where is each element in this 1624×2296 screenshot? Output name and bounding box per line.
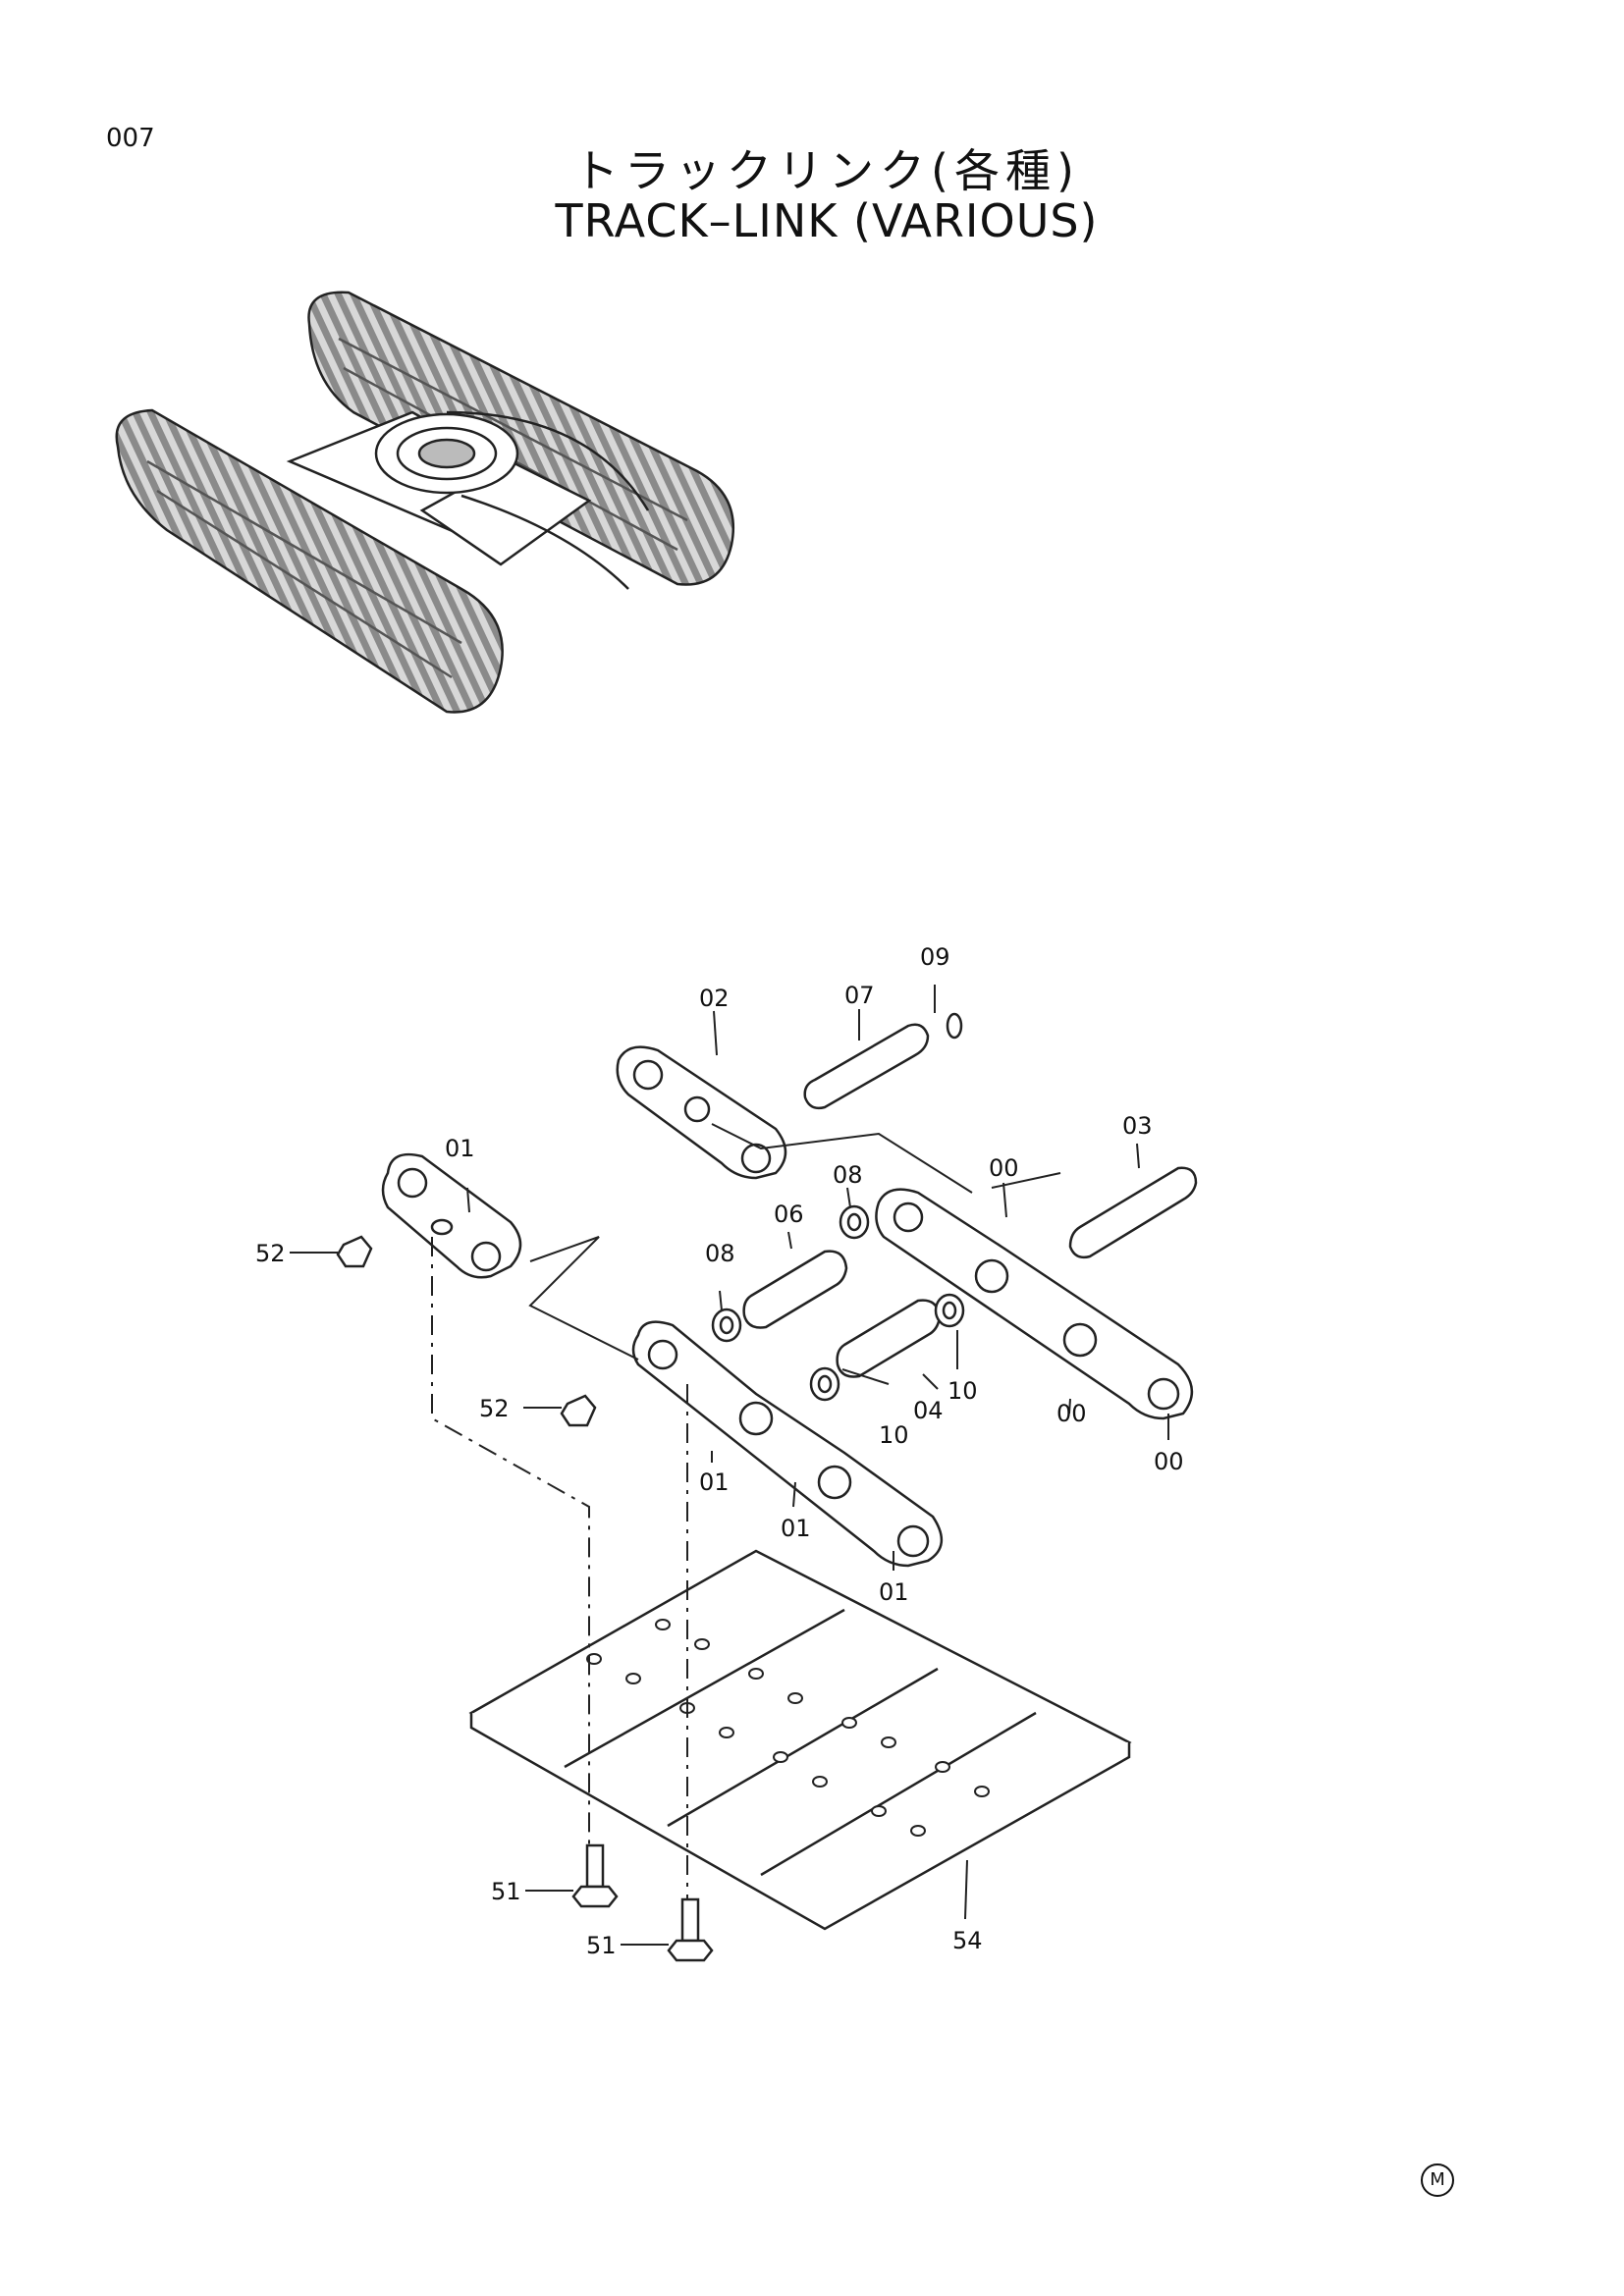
- track-shoe-plates: [468, 1549, 1132, 1931]
- track-bolts: [571, 1843, 714, 1962]
- callout-09: 09: [920, 943, 950, 971]
- track-link-00-assembly: [875, 1188, 1193, 1420]
- callout-51: 51: [491, 1878, 521, 1905]
- callout-01: 01: [445, 1135, 475, 1162]
- callout-01: 01: [781, 1515, 811, 1542]
- callout-01: 01: [879, 1578, 909, 1606]
- callout-52: 52: [255, 1240, 286, 1267]
- callout-08: 08: [833, 1161, 863, 1189]
- m-mark-symbol: M: [1421, 2163, 1454, 2197]
- callout-04: 04: [913, 1397, 944, 1424]
- callout-02: 02: [699, 985, 730, 1012]
- title-japanese: トラックリンク(各種): [573, 144, 1080, 197]
- callout-06: 06: [774, 1201, 804, 1228]
- page-number: 007: [106, 124, 155, 153]
- callout-52: 52: [479, 1395, 510, 1422]
- pins-and-bushings: [336, 1012, 1198, 1427]
- track-link-02: [616, 1045, 787, 1180]
- undercarriage-overview-illustration: [115, 291, 735, 714]
- callout-07: 07: [844, 982, 875, 1009]
- callout-03: 03: [1122, 1112, 1153, 1140]
- callout-01: 01: [699, 1468, 730, 1496]
- callout-08: 08: [705, 1240, 735, 1267]
- callout-00: 00: [1154, 1448, 1184, 1475]
- callout-00: 00: [989, 1154, 1019, 1182]
- callout-labels: 09 07 02 03 00 08 06 01 52 08 10 04 10 0…: [255, 943, 1184, 1959]
- leader-lines: [290, 985, 1169, 1946]
- callout-10: 10: [947, 1377, 978, 1405]
- callout-10: 10: [879, 1421, 909, 1449]
- title-english: TRACK–LINK (VARIOUS): [555, 194, 1099, 247]
- callout-54: 54: [952, 1927, 983, 1954]
- callout-51: 51: [586, 1932, 617, 1959]
- callout-00: 00: [1056, 1400, 1087, 1427]
